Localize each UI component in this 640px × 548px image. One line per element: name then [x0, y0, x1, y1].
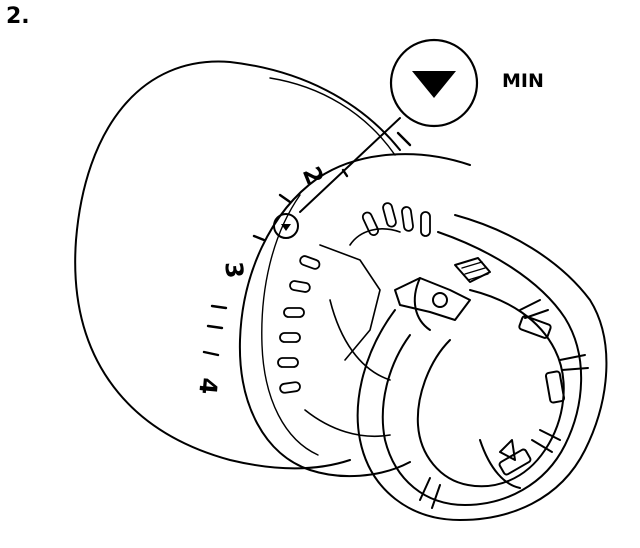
scale-number-4: 4	[193, 377, 222, 396]
scale-ticks	[202, 131, 412, 357]
callout-leader-line	[299, 117, 401, 213]
callout-circle	[389, 38, 479, 128]
clamp-screw	[394, 257, 491, 331]
adapter-ring	[356, 214, 608, 521]
scale-number-3: 3	[219, 260, 248, 279]
triangle-down-icon	[412, 71, 456, 98]
scale-ring	[238, 153, 471, 478]
internal-structure	[304, 228, 401, 438]
min-label: MIN	[502, 70, 544, 92]
thermostat-body	[74, 60, 401, 470]
scale-number-2: 2	[297, 163, 329, 189]
marker-circle	[273, 213, 299, 239]
step-number: 2.	[6, 4, 30, 29]
